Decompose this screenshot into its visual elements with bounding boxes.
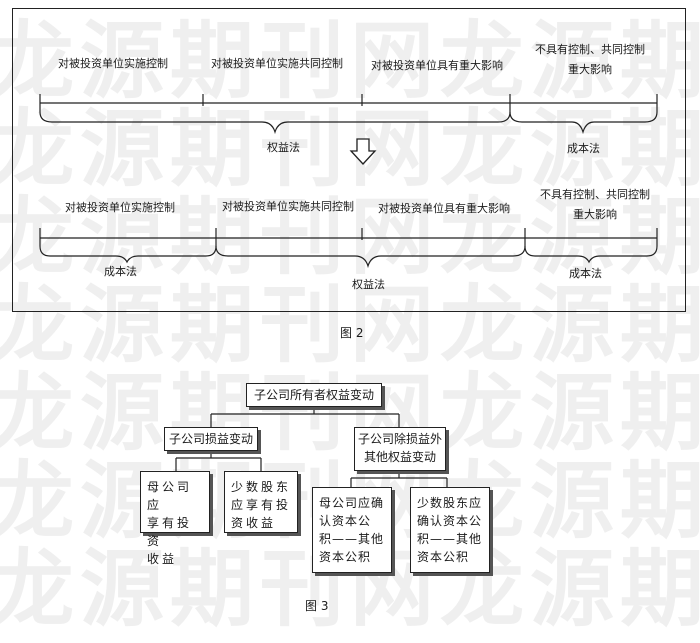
top-label-no-influence-line1: 不具有控制、共同控制 (535, 43, 645, 56)
top-method-cost: 成本法 (567, 142, 600, 155)
node-profit-loss-label: 子公司损益变动 (168, 432, 253, 446)
node-leaf4-line2: 确认资本公 (417, 514, 483, 528)
top-equity-brace (39, 111, 511, 135)
node-other-equity: 子公司除损益外 其他权益变动 (354, 427, 446, 471)
node-leaf1-line2: 享有投资 (147, 516, 193, 548)
node-leaf4-line3: 积——其他 (417, 532, 483, 546)
top-label-control: 对被投资单位实施控制 (58, 57, 168, 70)
figure-2-caption: 图 2 (340, 326, 364, 340)
bottom-method-cost-right: 成本法 (569, 267, 602, 280)
node-profit-loss: 子公司损益变动 (164, 427, 258, 451)
bottom-cost-right-brace (524, 245, 658, 264)
figure-2-frame (12, 8, 686, 312)
bottom-label-control: 对被投资单位实施控制 (65, 201, 175, 214)
bottom-label-no-influence-line2: 重大影响 (573, 208, 617, 221)
node-leaf4-line1: 少数股东应 (417, 496, 483, 510)
figure-3-caption: 图 3 (305, 599, 329, 613)
node-root: 子公司所有者权益变动 (246, 383, 382, 407)
node-leaf2-line1: 少数股东 (231, 480, 292, 494)
node-leaf2-line3: 资收益 (231, 516, 277, 530)
bottom-label-no-influence-line1: 不具有控制、共同控制 (540, 188, 650, 201)
node-leaf2-line2: 应享有投 (231, 498, 292, 512)
node-leaf1-line1: 母公司应 (147, 480, 193, 512)
node-root-label: 子公司所有者权益变动 (253, 388, 374, 402)
top-cost-brace (509, 111, 658, 135)
node-leaf3-line2: 认资本公 (319, 514, 372, 528)
bottom-cost-left-brace (39, 245, 217, 264)
node-leaf1-line3: 收益 (147, 552, 178, 566)
node-leaf3-line3: 积——其他 (319, 532, 385, 546)
node-leaf4-line4: 资本公积 (417, 550, 470, 564)
down-arrow-icon (349, 138, 377, 165)
node-leaf3-line1: 母公司应确 (319, 496, 385, 510)
bottom-method-cost-left: 成本法 (104, 265, 137, 278)
node-minority-investment-income: 少数股东 应享有投 资收益 (224, 471, 298, 533)
node-parent-investment-income: 母公司应 享有投资 收益 (140, 471, 210, 566)
node-parent-capital-reserve: 母公司应确 认资本公 积——其他 资本公积 (312, 487, 392, 573)
node-leaf3-line4: 资本公积 (319, 550, 372, 564)
top-label-joint-control: 对被投资单位实施共同控制 (211, 57, 343, 70)
top-label-significant-influence: 对被投资单位具有重大影响 (371, 59, 503, 72)
node-other-equity-line1: 子公司除损益外 (357, 432, 442, 446)
diagram-lines (39, 94, 658, 488)
node-other-equity-line2: 其他权益变动 (363, 450, 436, 464)
bottom-equity-brace (215, 245, 526, 269)
top-method-equity: 权益法 (267, 141, 300, 154)
bottom-method-equity: 权益法 (352, 278, 385, 291)
top-label-no-influence-line2: 重大影响 (568, 63, 612, 76)
node-minority-capital-reserve: 少数股东应 确认资本公 积——其他 资本公积 (410, 487, 490, 573)
bottom-label-joint-control: 对被投资单位实施共同控制 (222, 200, 354, 213)
bottom-label-significant-influence: 对被投资单位具有重大影响 (378, 202, 510, 215)
